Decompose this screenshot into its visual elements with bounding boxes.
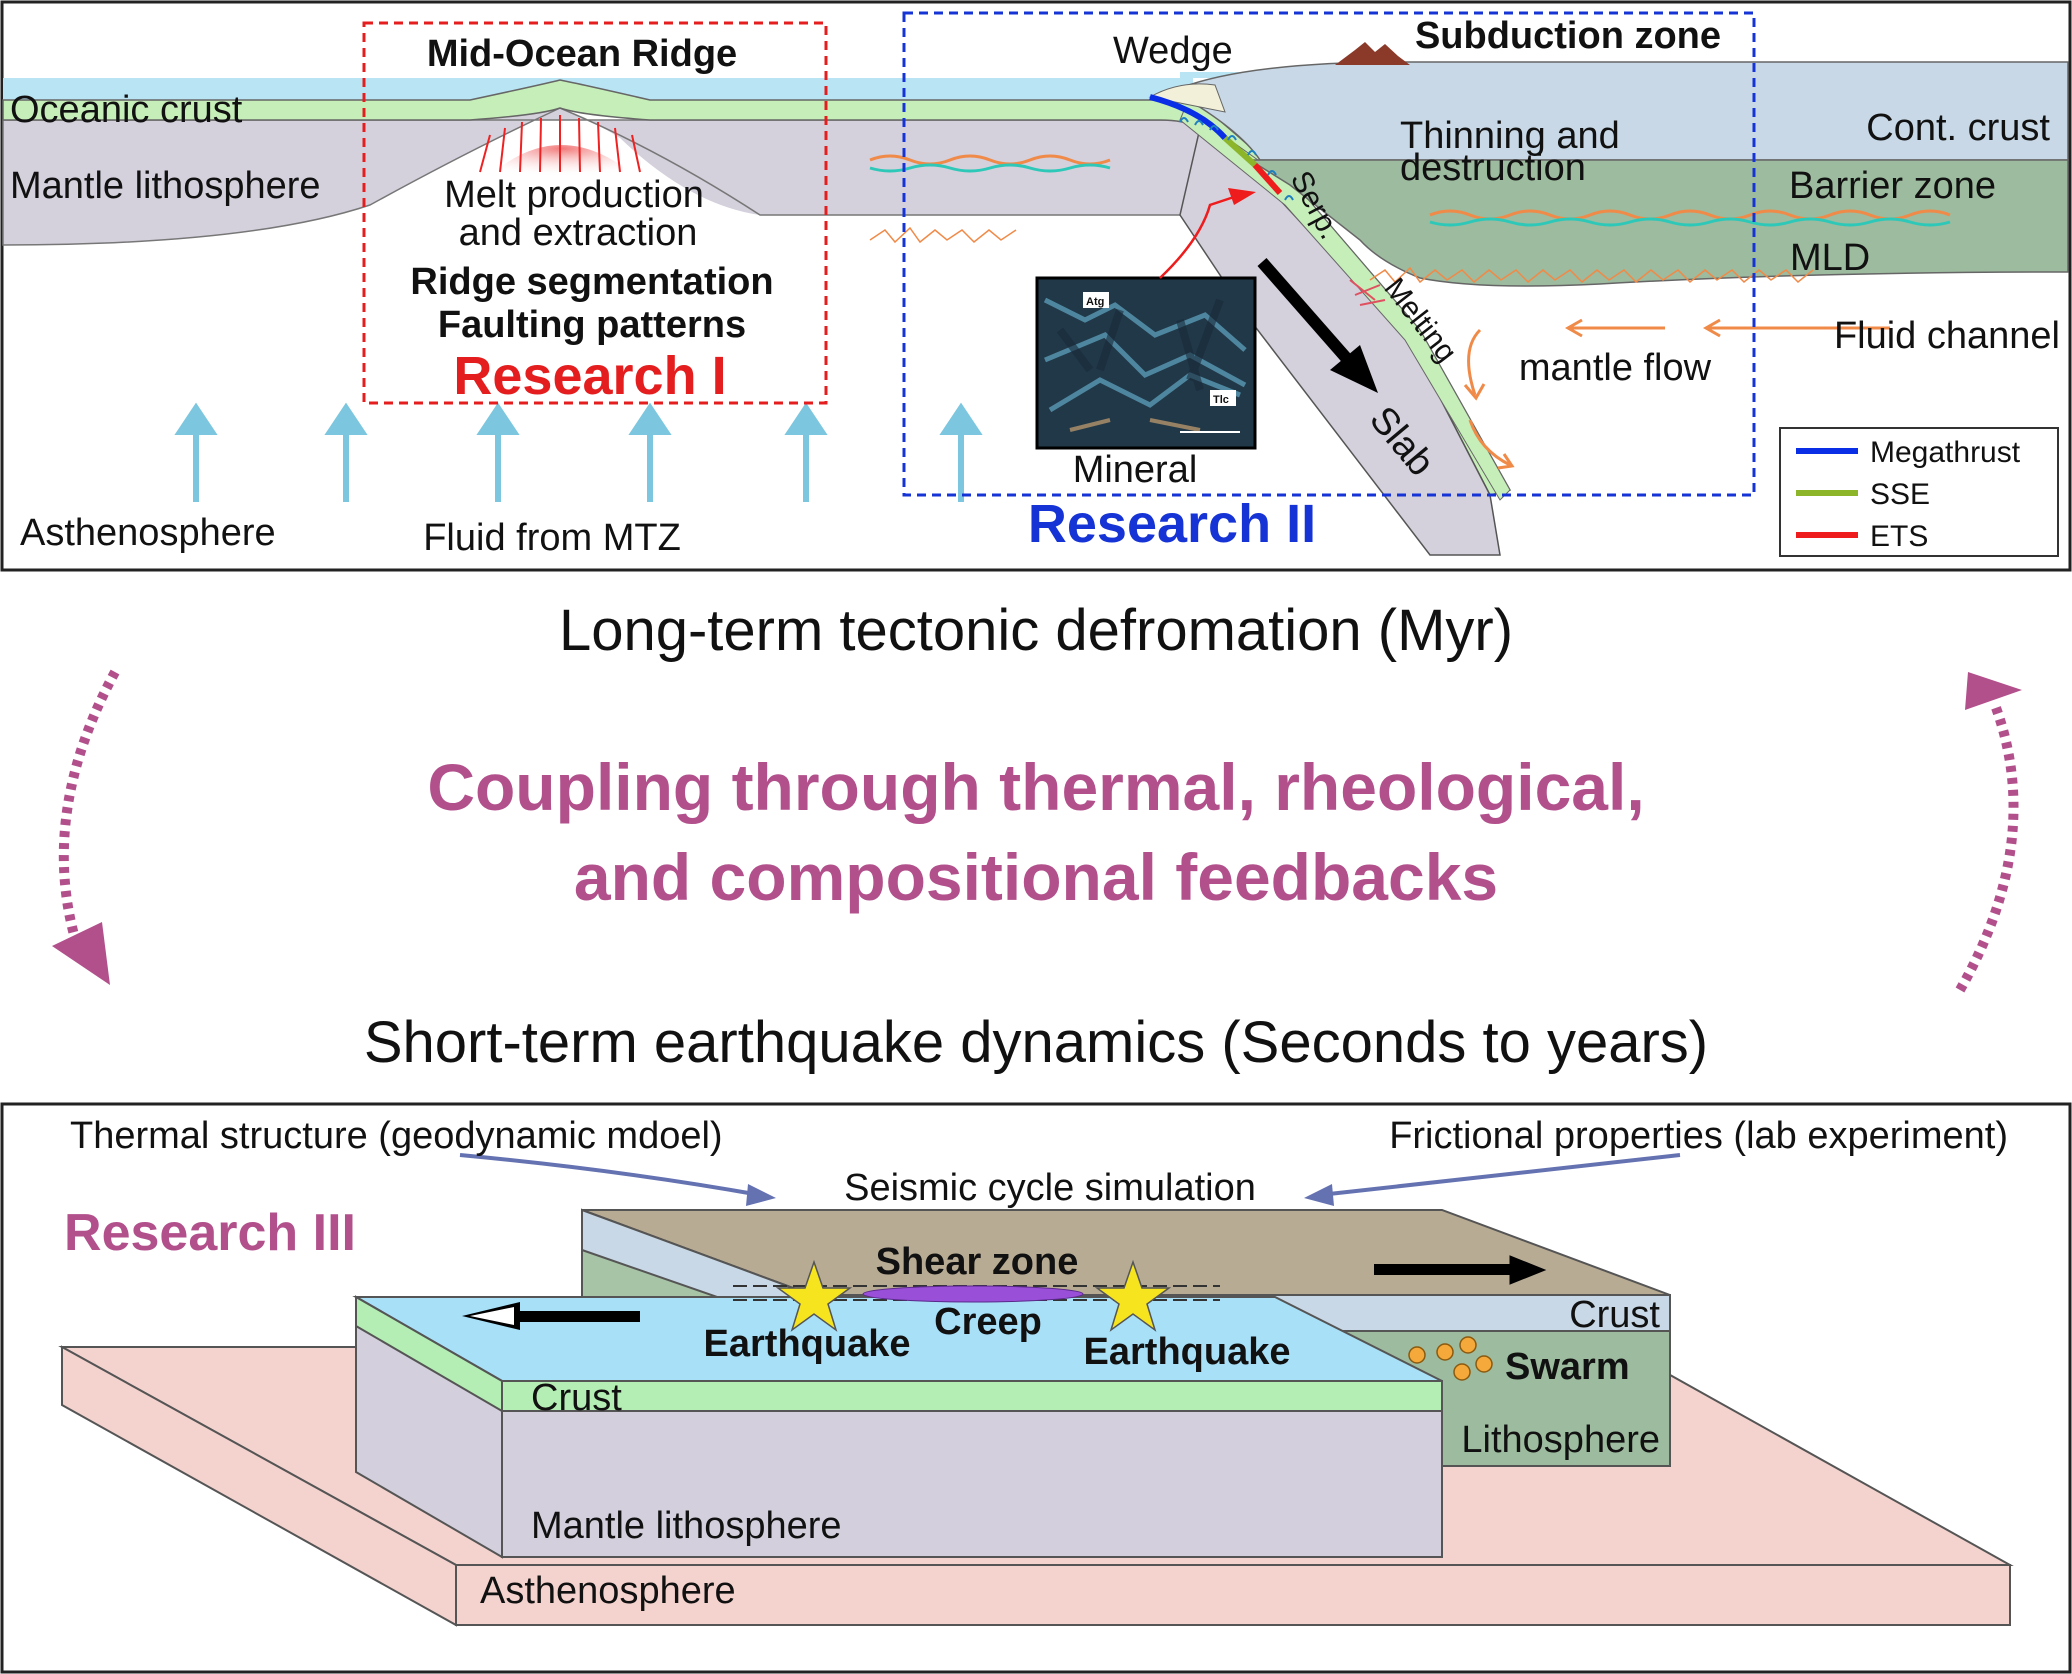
crust-front-label: Crust — [531, 1377, 622, 1419]
asthenosphere-top-label: Asthenosphere — [20, 512, 276, 554]
oceanic-crust-label: Oceanic crust — [10, 89, 243, 131]
frictional-arrow — [1319, 1153, 1681, 1197]
short-term-heading: Short-term earthquake dynamics (Seconds … — [364, 1010, 1708, 1075]
thinning-line2-label: destruction — [1400, 147, 1586, 189]
asthenosphere-bottom-label: Asthenosphere — [480, 1570, 736, 1612]
front-block-front-crust — [501, 1380, 1443, 1412]
slab-direction-arrow — [1257, 258, 1378, 393]
right-cycle-arrowhead — [1965, 672, 2022, 710]
earthquake-star-left — [775, 1259, 853, 1332]
research2-box — [902, 11, 1756, 497]
seismic-cycle-label: Seismic cycle simulation — [844, 1167, 1256, 1209]
front-block-front-mantle — [501, 1410, 1443, 1558]
megathrust-segment — [1149, 94, 1228, 141]
melt-arrows — [479, 115, 641, 173]
melting-symbols — [1349, 279, 1386, 306]
shear-zone-label: Shear zone — [876, 1241, 1079, 1283]
fluid-channel-label: Fluid channel — [1834, 315, 2060, 357]
fluid-channel-texture — [869, 226, 1814, 284]
mld-label: MLD — [1790, 237, 1870, 279]
melt-line2-label: and extraction — [459, 212, 698, 254]
coupling-line1: Coupling through thermal, rheological, — [427, 750, 1644, 824]
fluid-from-mtz-label: Fluid from MTZ — [423, 517, 681, 559]
mineral-label: Mineral — [1073, 449, 1198, 491]
earthquake-right-label: Earthquake — [1084, 1331, 1291, 1373]
subduction-zone-label: Subduction zone — [1415, 15, 1721, 57]
asthenosphere-block-front — [455, 1564, 2011, 1626]
frictional-properties-label: Frictional properties (lab experiment) — [1389, 1115, 2008, 1157]
ridge-segmentation-label: Ridge segmentation — [410, 261, 773, 303]
coupling-line2: and compositional feedbacks — [574, 840, 1498, 914]
thermal-structure-label: Thermal structure (geodynamic mdoel) — [70, 1115, 723, 1157]
left-cycle-arrow — [58, 669, 120, 957]
left-cycle-arrowhead — [52, 922, 110, 985]
slab-top-crust — [1179, 107, 1511, 501]
ets-segment — [1252, 163, 1283, 195]
bottom-panel: Thermal structure (geodynamic mdoel) Fri… — [0, 1102, 2072, 1674]
fluid-arrows — [174, 402, 983, 502]
research3-label: Research III — [64, 1204, 356, 1262]
long-term-heading: Long-term tectonic defromation (Myr) — [559, 598, 1513, 663]
earthquake-star-right — [1094, 1259, 1172, 1332]
mineral-pointer-head — [1228, 188, 1256, 205]
mantle-lithosphere-bottom-label: Mantle lithosphere — [531, 1505, 842, 1547]
research1-label: Research I — [453, 346, 726, 406]
mantle-lithosphere-label: Mantle lithosphere — [10, 165, 321, 207]
tlc-label: Tlc — [1213, 394, 1229, 406]
cont-crust-label: Cont. crust — [1866, 107, 2050, 149]
swarm-label: Swarm — [1505, 1346, 1630, 1388]
sse-segment — [1222, 135, 1258, 168]
legend-label-ets: ETS — [1870, 520, 1928, 553]
fluid-release-marks — [1179, 117, 1294, 201]
melt-line1-label: Melt production — [444, 174, 704, 216]
lithosphere-label: Lithosphere — [1461, 1419, 1660, 1461]
right-cycle-arrow — [1955, 703, 2019, 993]
barrier-zone-label: Barrier zone — [1789, 165, 1996, 207]
crust-back-label: Crust — [1569, 1294, 1660, 1336]
creep-zone — [862, 1285, 1084, 1303]
thermal-arrow — [459, 1153, 761, 1197]
wedge-label: Wedge — [1113, 30, 1233, 72]
frictional-arrowhead — [1304, 1184, 1334, 1206]
mid-ocean-ridge-label: Mid-Ocean Ridge — [427, 33, 737, 75]
mantle-flow-label: mantle flow — [1519, 347, 1712, 389]
mineral-micrograph: Atg Tlc — [1035, 276, 1257, 450]
barrier-zone — [1247, 159, 2069, 287]
research1-box — [362, 21, 828, 405]
swarm-dots — [1408, 1336, 1493, 1381]
melt-zone — [485, 145, 640, 180]
mantle-flow-arrows — [1463, 318, 1890, 470]
legend-label-megathrust: Megathrust — [1870, 436, 2021, 469]
mineral-pointer — [1159, 193, 1241, 279]
middle-section: Long-term tectonic defromation (Myr) Cou… — [52, 598, 2022, 1075]
earthquake-left-label: Earthquake — [704, 1323, 911, 1365]
faulting-patterns-label: Faulting patterns — [438, 304, 746, 346]
mld-texture — [869, 154, 1951, 227]
volcano-icon — [1335, 42, 1410, 65]
thermal-arrowhead — [746, 1184, 776, 1206]
top-panel: Atg Tlc Mid-Ocean Ridge Oceanic crust Ma… — [0, 0, 2072, 572]
thinning-line1-label: Thinning and — [1400, 115, 1620, 157]
atg-label: Atg — [1086, 296, 1104, 308]
front-block-motion-arrow — [462, 1302, 640, 1330]
legend: Megathrust SSE ETS — [1779, 427, 2059, 557]
accretionary-wedge — [1148, 83, 1226, 113]
creep-label: Creep — [934, 1301, 1042, 1343]
research2-label: Research II — [1028, 494, 1316, 554]
mantle-lithosphere-dip — [2, 107, 1237, 246]
back-block-motion-arrow — [1374, 1255, 1547, 1285]
legend-label-sse: SSE — [1870, 478, 1930, 511]
